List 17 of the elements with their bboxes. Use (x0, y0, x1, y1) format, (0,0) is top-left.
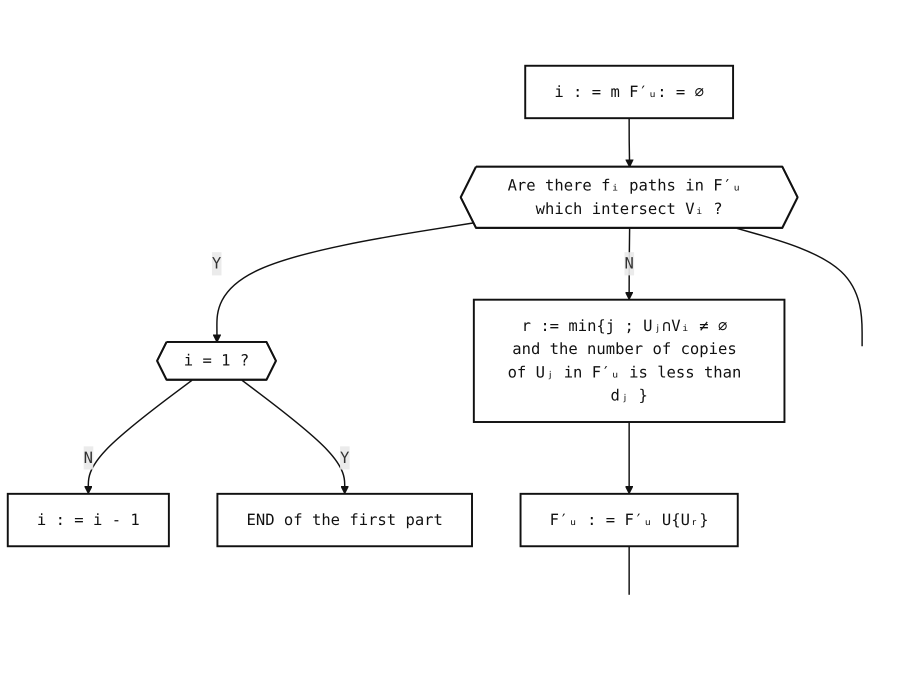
connector (628, 546, 630, 594)
node-box: END of the first part (216, 492, 473, 547)
edge-label: N (624, 254, 634, 272)
arrow (624, 228, 634, 300)
arrow (242, 379, 349, 494)
node-box: r := min{j ; Uⱼ∩Vᵢ ≠ ∅ and the number of copies of Uⱼ in F′ᵤ is less than dⱼ } (472, 298, 786, 423)
edge-label: Y (212, 254, 222, 272)
connector (736, 227, 863, 346)
edge-label: Y (340, 448, 350, 466)
node-box: i : = m F′ᵤ: = ∅ (524, 64, 734, 119)
arrow (212, 222, 474, 342)
node-box: F′ᵤ : = F′ᵤ U{Uᵣ} (520, 492, 739, 547)
edge-label: N (84, 448, 93, 466)
arrow (625, 118, 634, 168)
arrow (624, 422, 634, 494)
node-box: i : = i - 1 (6, 492, 170, 547)
arrow (84, 379, 192, 494)
